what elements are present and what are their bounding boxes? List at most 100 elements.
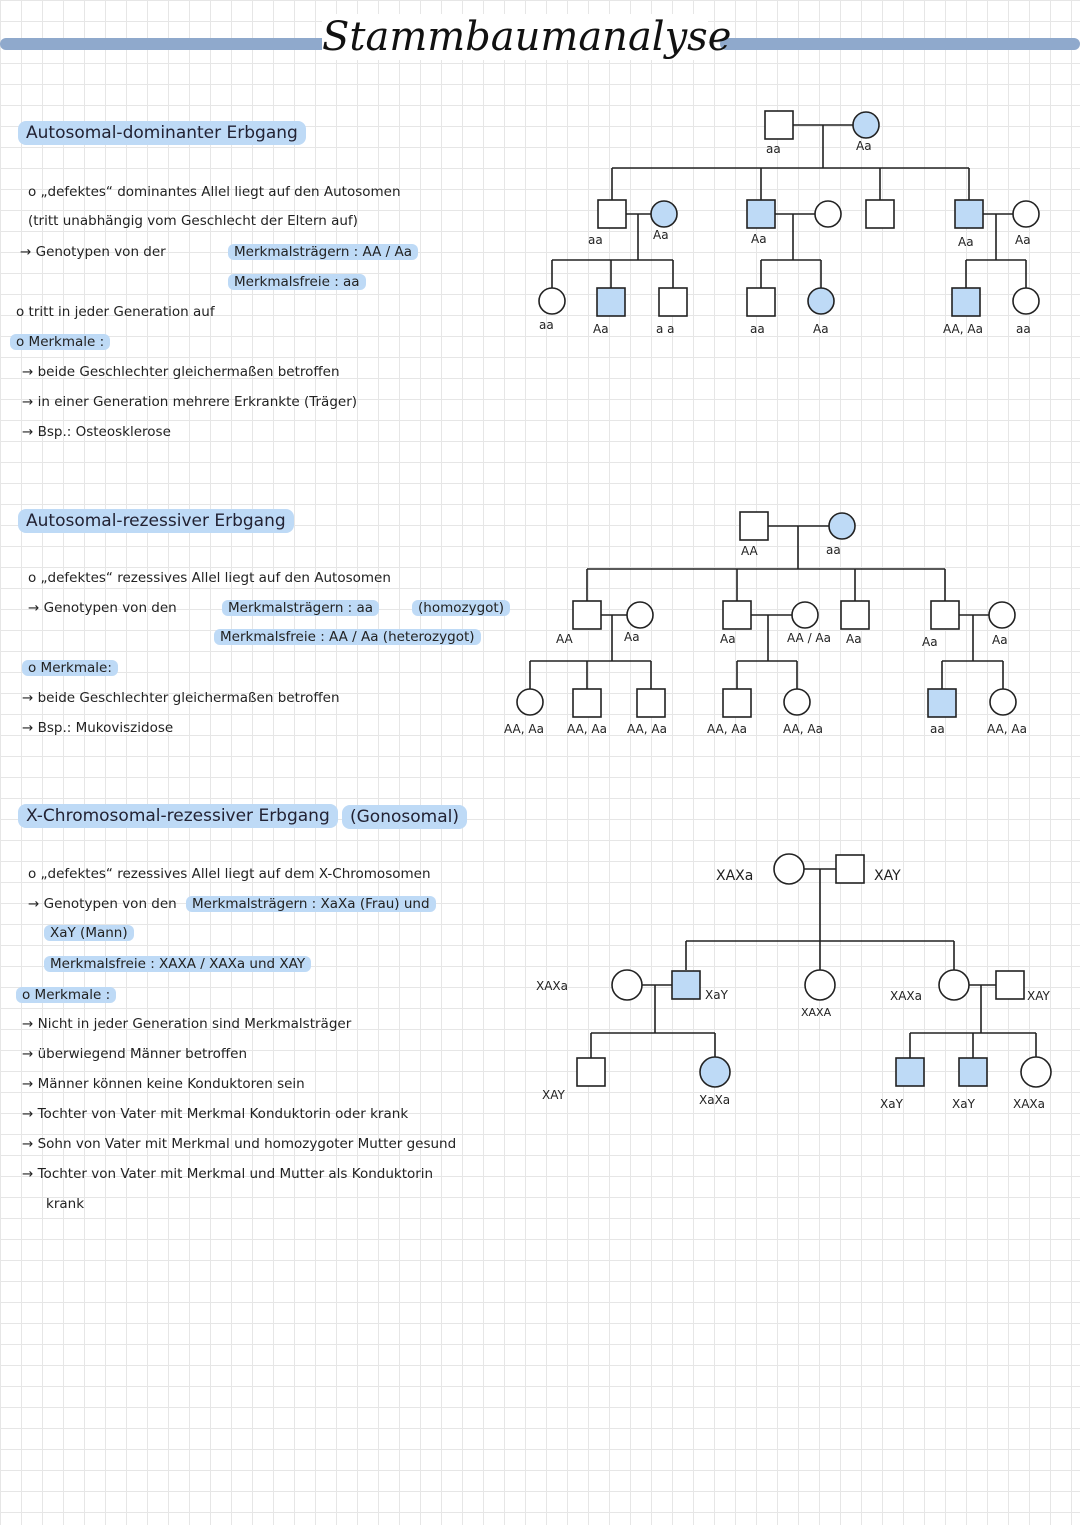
xr-partner1-female (611, 969, 643, 1001)
ar-grandchild2-male (572, 688, 602, 718)
ad-grandchild6-male-affected (951, 287, 981, 317)
ad-label: aa (750, 322, 765, 336)
ad-child1-male (597, 199, 627, 229)
ad-label: Aa (958, 235, 974, 249)
ad-line-6: o tritt in jeder Generation auf (16, 304, 215, 320)
ar-label: Aa (720, 632, 736, 646)
ad-grandmother-female-affected (852, 111, 880, 139)
ar-unaffected-genotypes: Merkmalsfreie : AA / Aa (heterozygot) (214, 629, 481, 645)
ad-line-8: → beide Geschlechter gleichermaßen betro… (22, 364, 340, 380)
ar-label: Aa (922, 635, 938, 649)
xr-unaffected-genotypes: Merkmalsfreie : XAXA / XAXa und XAY (44, 956, 312, 972)
ar-label: AA, Aa (627, 722, 667, 736)
ar-child1-male (572, 600, 602, 630)
xr-child1-male-affected (671, 970, 701, 1000)
xr-line-7: → Nicht in jeder Generation sind Merkmal… (22, 1016, 352, 1032)
xr-label: XAXa (890, 989, 922, 1003)
ad-label: Aa (1015, 233, 1031, 247)
ad-features-label: o Merkmale : (10, 334, 111, 350)
ar-label: aa (930, 722, 945, 736)
ar-grandchild4-male (722, 688, 752, 718)
xr-line-12: → Tochter von Vater mit Merkmal und Mutt… (22, 1166, 434, 1182)
ad-line-10: → Bsp.: Osteosklerose (22, 424, 171, 440)
heading-autosomal-dominant: Autosomal-dominanter Erbgang (18, 121, 306, 145)
ar-label: aa (826, 543, 841, 557)
xr-grandchild5-female (1020, 1056, 1052, 1088)
xr-label: XAXA (801, 1006, 832, 1019)
xr-label: XaY (705, 988, 729, 1002)
ar-partner1-female (626, 601, 654, 629)
ad-label: Aa (653, 228, 669, 242)
ar-child2-male (722, 600, 752, 630)
ad-grandchild2-male-affected (596, 287, 626, 317)
ar-label: AA, Aa (567, 722, 607, 736)
xr-line-8: → überwiegend Männer betroffen (22, 1046, 247, 1062)
ad-line-3: → Genotypen von der (20, 244, 166, 260)
xr-child3-female (938, 969, 970, 1001)
ar-line-7: → beide Geschlechter gleichermaßen betro… (22, 690, 340, 706)
xr-line-2: → Genotypen von den (28, 896, 177, 912)
ar-label: AA, Aa (987, 722, 1027, 736)
xr-label: XAY (874, 868, 901, 884)
ad-grandchild3-male (658, 287, 688, 317)
xr-label: XaY (952, 1097, 976, 1111)
xr-line-11: → Sohn von Vater mit Merkmal und homozyg… (22, 1136, 457, 1152)
ad-label: a a (656, 322, 675, 336)
ar-label: AA, Aa (504, 722, 544, 736)
ar-partner4-female (988, 601, 1016, 629)
ar-label: AA, Aa (783, 722, 823, 736)
ar-grandchild3-male (636, 688, 666, 718)
ad-grandchild5-female-affected (807, 287, 835, 315)
page-title: Stammbaumanalyse (322, 14, 732, 60)
ad-line-9: → in einer Generation mehrere Erkrankte … (22, 394, 358, 410)
xr-label: XAY (542, 1088, 565, 1102)
ar-label: AA, Aa (707, 722, 747, 736)
ad-partner2-female (814, 200, 842, 228)
heading-gonosomal: (Gonosomal) (342, 805, 467, 829)
xr-grandchild1-male (576, 1057, 606, 1087)
ar-child3-male (840, 600, 870, 630)
ad-label: AA, Aa (943, 322, 983, 336)
ar-label: AA (556, 632, 574, 646)
ad-partner4-female (1012, 200, 1040, 228)
xr-label: XAXa (536, 979, 568, 993)
xr-label: XAXa (716, 868, 753, 884)
xr-child2-female (804, 969, 836, 1001)
ad-grandchild4-male (746, 287, 776, 317)
ar-grandchild6-male-affected (927, 688, 957, 718)
ar-label: AA / Aa (787, 631, 831, 645)
ar-grandchild1-female (516, 688, 544, 716)
heading-x-chromosomal-recessive: X-Chromosomal-rezessiver Erbgang (18, 804, 338, 828)
xr-label: XaXa (699, 1093, 730, 1107)
ar-child4-male (930, 600, 960, 630)
xr-label: XAXa (1013, 1097, 1045, 1111)
xr-grandchild2-female-affected (699, 1056, 731, 1088)
xr-partner3-male (995, 970, 1025, 1000)
ad-label: Aa (593, 322, 609, 336)
ar-homozygous-note: (homozygot) (412, 600, 510, 616)
ad-label: aa (1016, 322, 1031, 336)
xr-label: XAY (1027, 989, 1050, 1003)
title-bar-left (0, 38, 330, 50)
ar-label: Aa (846, 632, 862, 646)
xr-grandmother-female (773, 853, 805, 885)
xr-features-label: o Merkmale : (16, 987, 117, 1003)
ar-label: Aa (624, 630, 640, 644)
ar-label: Aa (992, 633, 1008, 647)
ar-line-1: o „defektes“ rezessives Allel liegt auf … (28, 570, 391, 586)
ar-features-label: o Merkmale: (22, 660, 118, 676)
ar-partner2-female (791, 601, 819, 629)
xr-line-1: o „defektes“ rezessives Allel liegt auf … (28, 866, 431, 882)
ad-label: Aa (751, 232, 767, 246)
ad-grandchild1-female (538, 287, 566, 315)
ad-label: aa (588, 233, 603, 247)
ar-grandfather-male (739, 511, 769, 541)
xr-line-13: krank (46, 1196, 85, 1212)
ad-child3-male (865, 199, 895, 229)
ar-grandchild7-female (989, 688, 1017, 716)
ad-affected-genotypes: Merkmalsträgern : AA / Aa (228, 244, 419, 260)
ad-unaffected-genotypes: Merkmalsfreie : aa (228, 274, 366, 290)
xr-line-10: → Tochter von Vater mit Merkmal Kondukto… (22, 1106, 409, 1122)
xr-grandfather-male (835, 854, 865, 884)
